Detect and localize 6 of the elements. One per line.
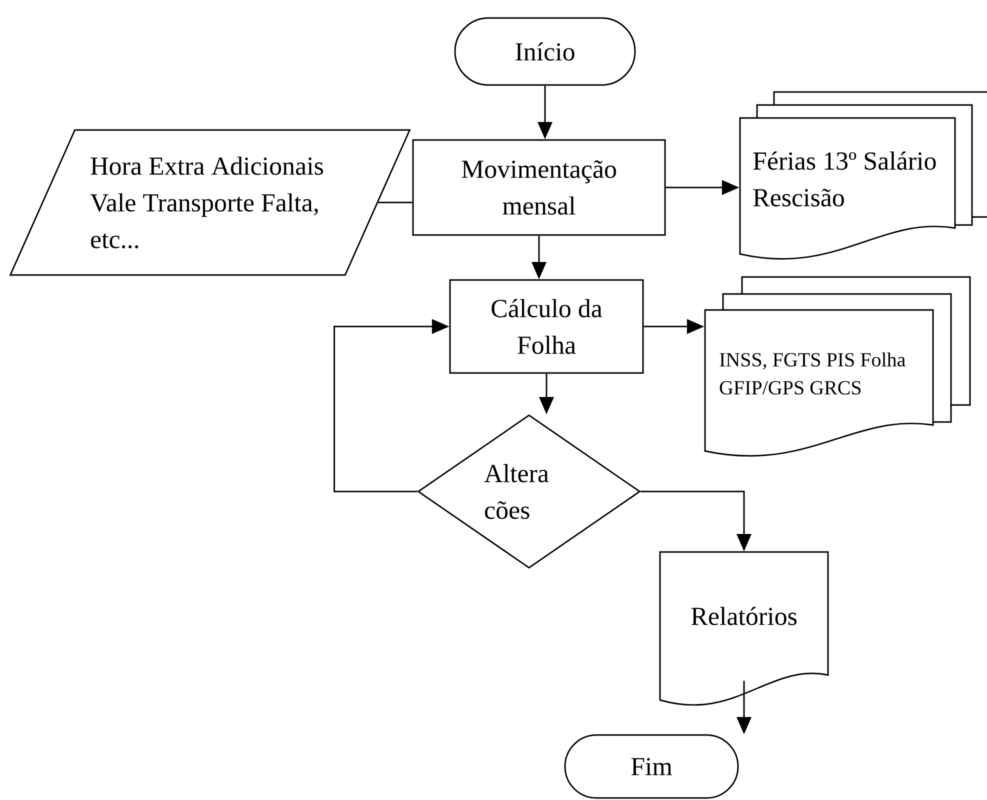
process-box: Cálculo da Folha <box>449 279 644 374</box>
multi-document: INSS, FGTS PIS Folha GFIP/GPS GRCS <box>704 276 971 457</box>
start-terminator: Início <box>454 17 636 86</box>
multi-document: Férias 13º Salário Rescisão <box>739 91 987 260</box>
process-box: Movimentação mensal <box>412 139 666 236</box>
end-terminator: Fim <box>564 734 739 799</box>
